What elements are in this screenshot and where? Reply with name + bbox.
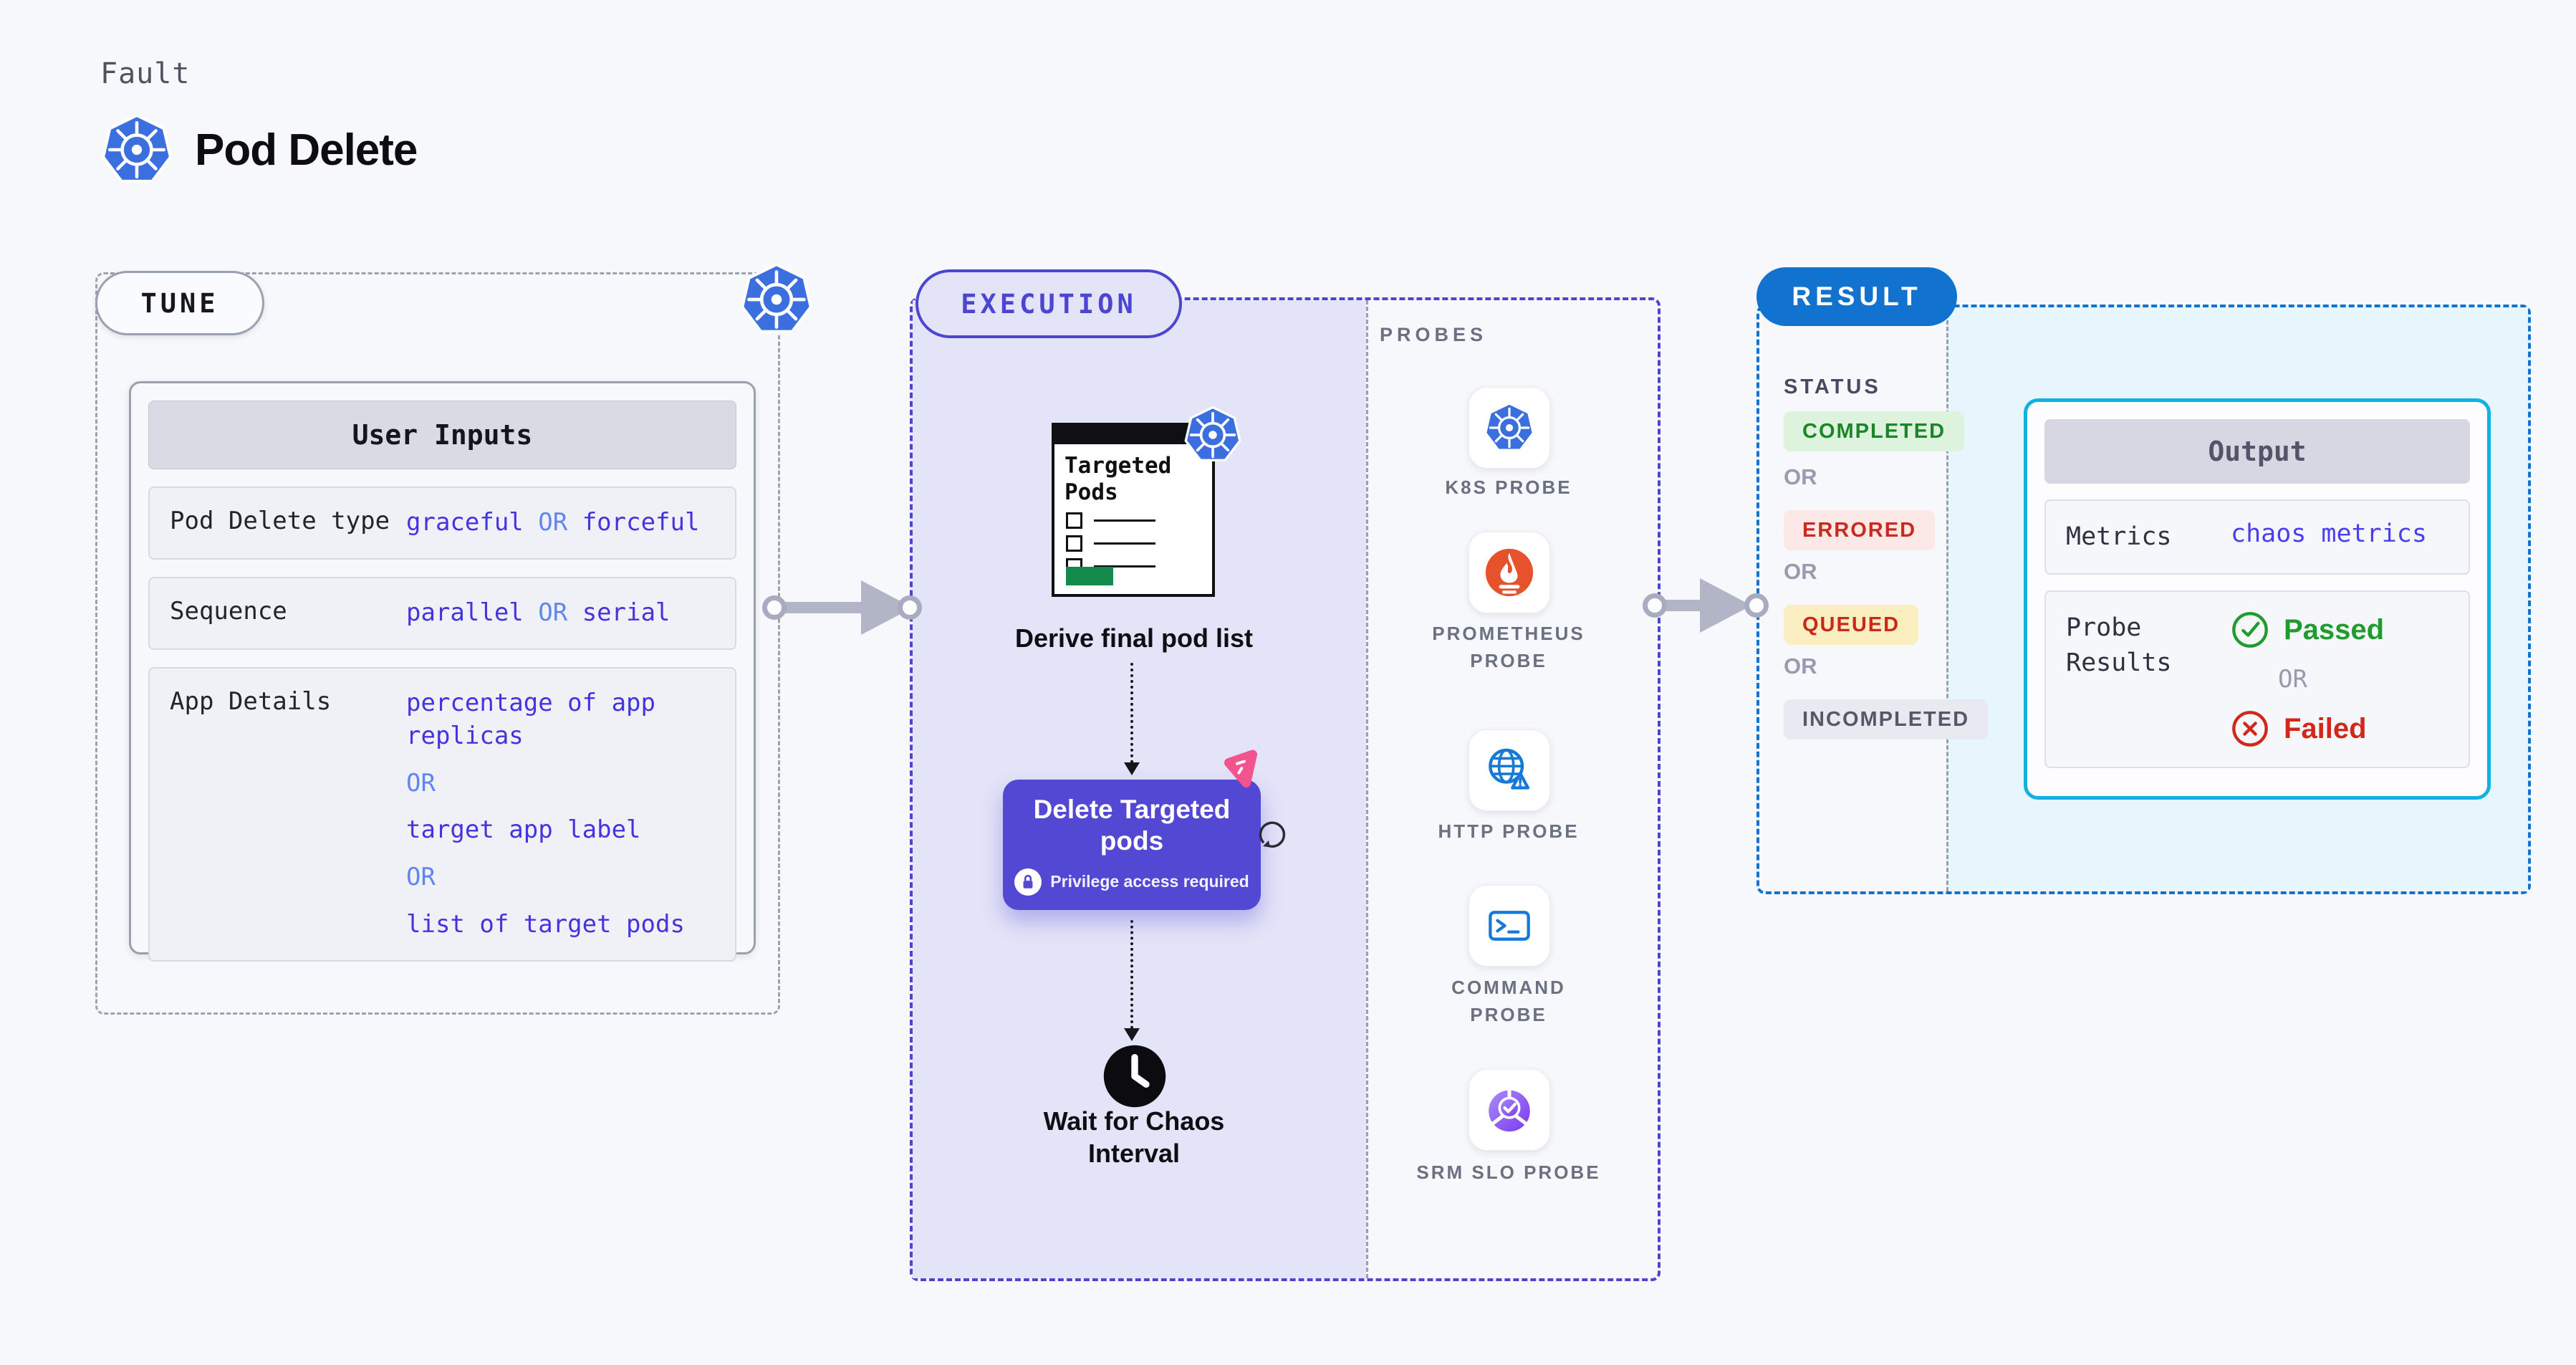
user-input-row-pod-delete-type: Pod Delete type graceful OR forceful: [148, 487, 736, 560]
probe-label: K8S PROBE: [1445, 476, 1572, 498]
probes-heading: PROBES: [1380, 324, 1488, 345]
privilege-note: Privilege access required: [1014, 868, 1249, 896]
flow-connector: [1130, 663, 1133, 763]
user-input-row-app-details: App Details percentage of app replicas O…: [148, 666, 736, 962]
option-a: graceful: [406, 508, 524, 537]
user-inputs-card: User Inputs Pod Delete type graceful OR …: [129, 381, 756, 962]
or-separator: OR: [538, 598, 568, 627]
output-row-probe-results: Probe Results Passed OR Failed: [2044, 590, 2470, 768]
flow-connector: [1130, 920, 1133, 1029]
or-separator: OR: [1784, 464, 1817, 489]
probes-divider: [1366, 300, 1368, 1278]
option-b: serial: [582, 598, 671, 627]
probe-result-passed: Passed: [2231, 610, 2384, 649]
chaos-pink-icon: [1218, 748, 1264, 794]
pod-list-item: [1066, 535, 1212, 552]
refresh-icon: [1254, 817, 1289, 853]
execution-to-result-arrow: [1643, 578, 1769, 633]
or-separator: OR: [406, 863, 436, 892]
row-label: Metrics: [2066, 522, 2172, 551]
targeted-pods-title: Targeted Pods: [1064, 453, 1172, 506]
or-separator: OR: [538, 508, 568, 537]
row-label: Pod Delete type: [170, 507, 390, 535]
delete-step-label: Delete Targeted pods: [1033, 795, 1231, 856]
output-card: Output Metrics chaos metrics Probe Resul…: [2024, 398, 2491, 800]
status-badge-queued: QUEUED: [1784, 605, 1919, 645]
or-separator: OR: [406, 768, 436, 798]
privilege-note-text: Privilege access required: [1050, 872, 1249, 891]
tune-section-box: [95, 272, 780, 1015]
page-title-row: Pod Delete: [100, 113, 418, 186]
execution-section-badge: EXECUTION: [915, 269, 1182, 338]
failed-text: Failed: [2284, 712, 2367, 744]
kubernetes-icon: [739, 262, 814, 337]
output-title: Output: [2044, 419, 2470, 484]
row-value: parallel OR serial: [406, 597, 715, 630]
probe-label: COMMAND PROBE: [1451, 977, 1566, 1025]
arrowhead-icon: [1124, 1028, 1140, 1041]
option: list of target pods: [406, 910, 685, 939]
option: target app label: [406, 815, 641, 845]
or-separator: OR: [1784, 653, 1817, 679]
targeted-pods-card: Targeted Pods: [1052, 423, 1215, 597]
probe-label: PROMETHEUS PROBE: [1432, 623, 1585, 671]
user-input-row-sequence: Sequence parallel OR serial: [148, 576, 736, 650]
or-separator: OR: [2278, 665, 2307, 694]
row-value: graceful OR forceful: [406, 507, 715, 540]
prometheus-probe-icon: [1469, 532, 1550, 613]
status-badge-completed: COMPLETED: [1784, 411, 1965, 451]
derive-pod-list-label: Derive final pod list: [1014, 623, 1254, 653]
output-row-metrics: Metrics chaos metrics: [2044, 499, 2470, 575]
checkbox-icon: [1066, 512, 1082, 530]
page-title: Pod Delete: [195, 125, 418, 175]
option-b: forceful: [582, 508, 700, 537]
progress-bar: [1066, 567, 1113, 585]
k8s-probe-icon: [1469, 387, 1550, 469]
x-circle-icon: [2231, 709, 2269, 748]
status-badge-errored: ERRORED: [1784, 510, 1936, 550]
lock-icon: [1014, 868, 1042, 896]
row-label: Sequence: [170, 596, 287, 626]
command-probe-icon: [1469, 885, 1550, 967]
row-value: percentage of app replicas OR target app…: [406, 687, 715, 942]
checkbox-icon: [1066, 535, 1082, 552]
wait-for-chaos-interval-label: Wait for Chaos Interval: [1043, 1106, 1225, 1168]
tune-section-badge: TUNE: [95, 271, 264, 335]
pod-list-item: [1066, 512, 1212, 530]
row-label: Probe Results: [2066, 613, 2172, 677]
status-heading: STATUS: [1784, 375, 1881, 398]
status-badge-incompleted: INCOMPLETED: [1784, 699, 1989, 739]
kubernetes-icon: [100, 113, 173, 186]
kubernetes-icon: [1183, 406, 1242, 464]
user-inputs-title: User Inputs: [148, 401, 736, 469]
status-divider: [1946, 307, 1948, 891]
check-circle-icon: [2231, 610, 2269, 649]
arrowhead-icon: [1124, 762, 1140, 775]
http-probe-icon: [1469, 729, 1550, 811]
passed-text: Passed: [2284, 613, 2385, 646]
tune-to-execution-arrow: [762, 580, 927, 635]
srm-slo-probe-icon: [1469, 1069, 1550, 1151]
option: percentage of app replicas: [406, 688, 655, 750]
option-a: parallel: [406, 598, 524, 627]
clock-icon: [1101, 1043, 1168, 1110]
metrics-value: chaos metrics: [2231, 519, 2427, 548]
delete-targeted-pods-step: Delete Targeted pods Privilege access re…: [1003, 780, 1261, 910]
row-label: App Details: [170, 686, 332, 716]
fault-category-label: Fault: [100, 57, 191, 90]
or-separator: OR: [1784, 559, 1817, 584]
result-section-badge: RESULT: [1756, 267, 1957, 326]
probe-label: HTTP PROBE: [1438, 820, 1580, 842]
probe-label: SRM SLO PROBE: [1416, 1162, 1601, 1183]
probe-results-values: Passed OR Failed: [2231, 610, 2384, 748]
probe-result-failed: Failed: [2231, 709, 2384, 748]
